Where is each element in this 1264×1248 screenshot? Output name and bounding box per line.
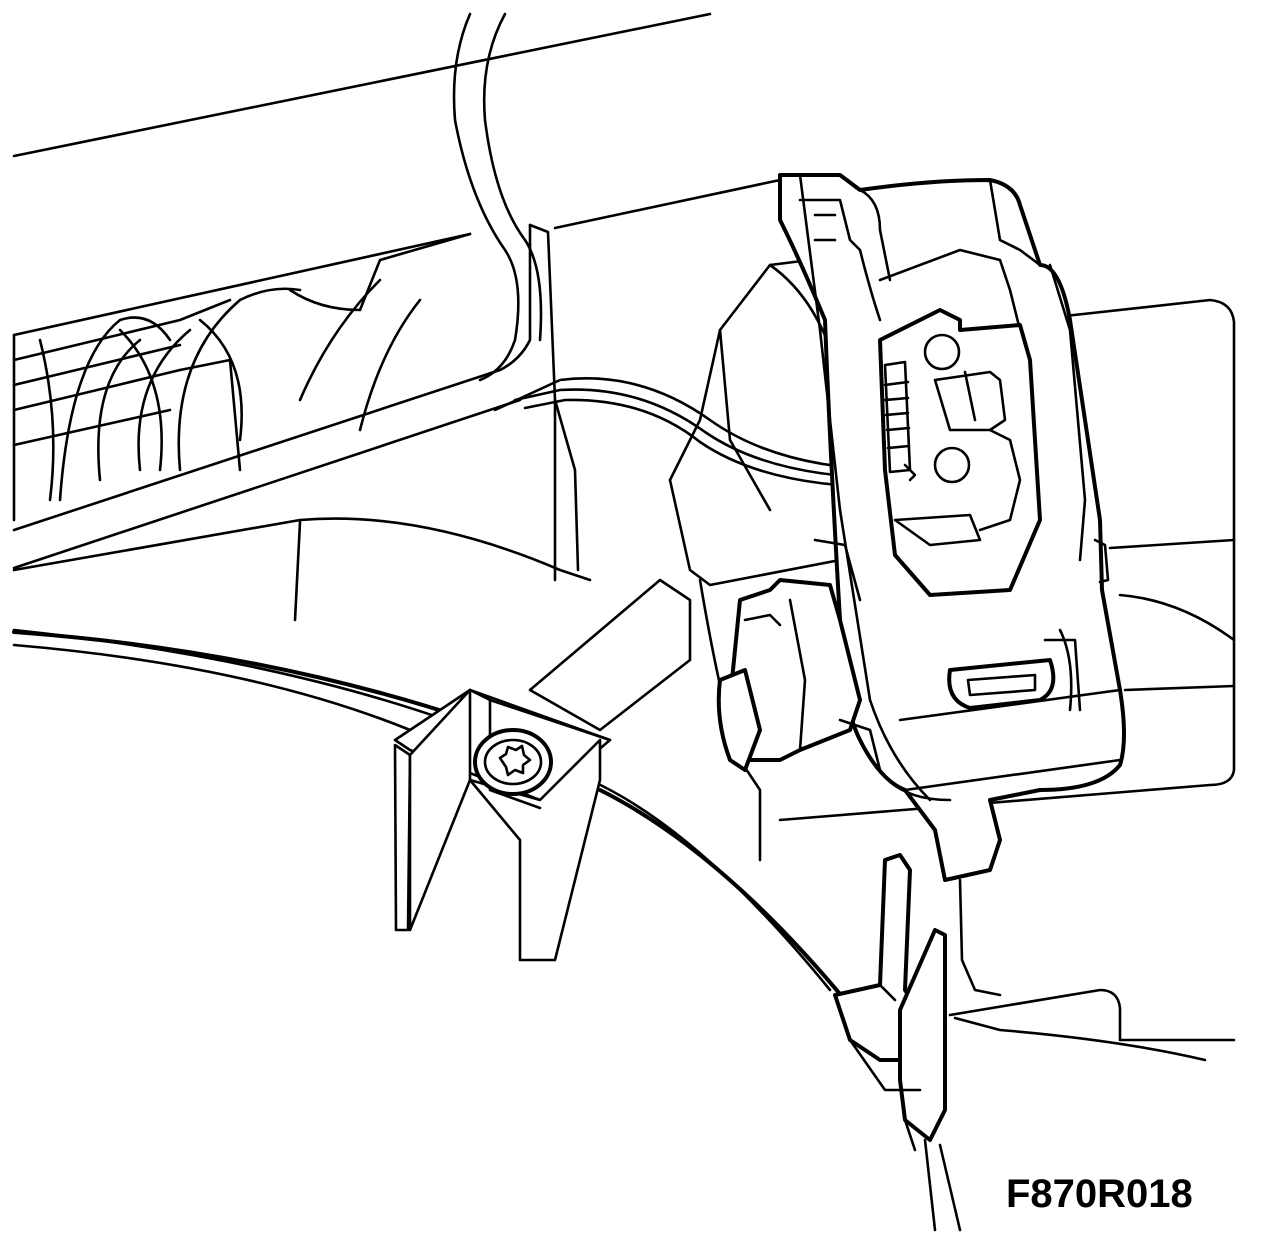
wire-clip <box>833 853 1002 1232</box>
electrical-connector <box>878 308 1042 597</box>
actuator-coupling <box>716 538 952 802</box>
blower-fan-grille <box>12 232 472 522</box>
torx-screw <box>473 728 553 796</box>
background-panel-lines <box>12 12 1236 1062</box>
housing-body <box>12 223 847 1002</box>
release-latch <box>947 628 1082 712</box>
figure-code-label: F870R018 <box>1006 1172 1193 1216</box>
